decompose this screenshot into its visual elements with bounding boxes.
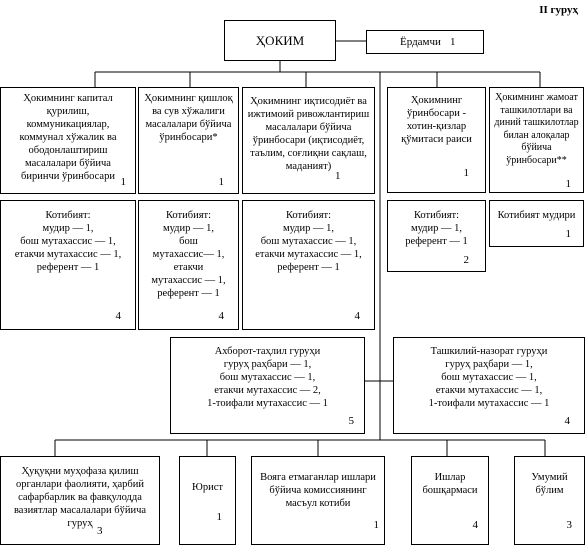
bottom-count: 3: [97, 525, 103, 537]
bottom-text: Ҳуқуқни муҳофаза қилиш органлари фаолият…: [13, 466, 147, 529]
group-count: 4: [564, 415, 571, 427]
secretariat-count: 2: [463, 254, 470, 266]
group-label: II гуруҳ: [539, 4, 578, 16]
bottom-count: 1: [373, 519, 380, 531]
bottom-text: Умумий бўлим: [531, 472, 568, 496]
general-department-box: Умумий бўлим 3: [514, 456, 585, 545]
secretariat-count: 4: [218, 310, 225, 322]
deputy-count: 1: [565, 177, 572, 190]
secretariat-text: Котибият: мудир — 1, бош мутахассис — 1,…: [255, 210, 362, 273]
control-group-box: Ташкилий-назорат гуруҳи гуруҳ раҳбари — …: [393, 337, 585, 434]
secretariat-count: 4: [354, 310, 361, 322]
bottom-text: Ишлар бошқармаси: [422, 472, 478, 496]
secretariat-box-1: Котибият: мудир — 1, бош мутахассис — 1,…: [0, 200, 136, 330]
group-text: Ташкилий-назорат гуруҳи гуруҳ раҳбари — …: [428, 346, 550, 409]
secretariat-box-4: Котибият: мудир — 1, референт — 1 2: [387, 200, 486, 272]
lawyer-box: Юрист 1: [179, 456, 236, 545]
bottom-count: 3: [566, 519, 573, 531]
deputy-box-3: Ҳокимнинг иқтисодиёт ва ижтимоий ривожла…: [242, 87, 375, 194]
secretariat-box-3: Котибият: мудир — 1, бош мутахассис — 1,…: [242, 200, 375, 330]
secretariat-text: Котибият: мудир — 1, бош мутахассис — 1,…: [14, 210, 122, 273]
deputy-box-5: Ҳокимнинг жамоат ташкилотлари ва диний т…: [489, 87, 584, 193]
secretariat-box-2: Котибият: мудир — 1, бош мутахассис— 1, …: [138, 200, 239, 330]
bottom-text: Вояга етмаганлар ишлари бўйича комиссиян…: [260, 472, 376, 509]
group-count: 5: [348, 415, 355, 427]
deputy-box-1: Ҳокимнинг капитал қурилиш, коммуникациял…: [0, 87, 136, 194]
deputy-text: Ҳокимнинг ўринбосари - хотин-қизлар қўми…: [401, 95, 472, 145]
secretariat-count: 1: [565, 228, 572, 240]
deputy-box-4: Ҳокимнинг ўринбосари - хотин-қизлар қўми…: [387, 87, 486, 193]
deputy-text: Ҳокимнинг қишлоқ ва сув хўжалиги масалал…: [144, 93, 233, 143]
head-title: ҲОКИМ: [255, 33, 305, 48]
secretariat-box-5: Котибият мудири 1: [489, 200, 584, 247]
group-text: Ахборот-таҳлил гуруҳи гуруҳ раҳбари — 1,…: [207, 346, 328, 409]
secretariat-text: Котибият мудири: [497, 210, 576, 221]
secretariat-text: Котибият: мудир — 1, бош мутахассис— 1, …: [151, 210, 226, 299]
deputy-box-2: Ҳокимнинг қишлоқ ва сув хўжалиги масалал…: [138, 87, 239, 194]
minors-commission-box: Вояга етмаганлар ишлари бўйича комиссиян…: [251, 456, 385, 545]
deputy-text: Ҳокимнинг иқтисодиёт ва ижтимоий ривожла…: [247, 96, 370, 172]
assistant-label: Ёрдамчи: [400, 36, 441, 48]
analysis-group-box: Ахборот-таҳлил гуруҳи гуруҳ раҳбари — 1,…: [170, 337, 365, 434]
deputy-count: 1: [218, 176, 225, 188]
secretariat-text: Котибият: мудир — 1, референт — 1: [405, 210, 468, 247]
assistant-count: 1: [450, 36, 456, 48]
bottom-count: 1: [216, 511, 223, 523]
bottom-text: Юрист: [192, 482, 223, 493]
head-box: ҲОКИМ: [224, 20, 336, 61]
deputy-count: 1: [335, 170, 341, 182]
secretariat-count: 4: [115, 310, 122, 322]
deputy-count: 1: [463, 167, 470, 179]
law-enforcement-group-box: Ҳуқуқни муҳофаза қилиш органлари фаолият…: [0, 456, 160, 545]
deputy-text: Ҳокимнинг жамоат ташкилотлари ва диний т…: [494, 92, 579, 166]
deputy-count: 1: [120, 176, 127, 188]
deputy-text: Ҳокимнинг капитал қурилиш, коммуникациял…: [19, 93, 117, 182]
affairs-department-box: Ишлар бошқармаси 4: [411, 456, 489, 545]
assistant-box: Ёрдамчи 1: [366, 30, 484, 54]
bottom-count: 4: [472, 519, 479, 531]
